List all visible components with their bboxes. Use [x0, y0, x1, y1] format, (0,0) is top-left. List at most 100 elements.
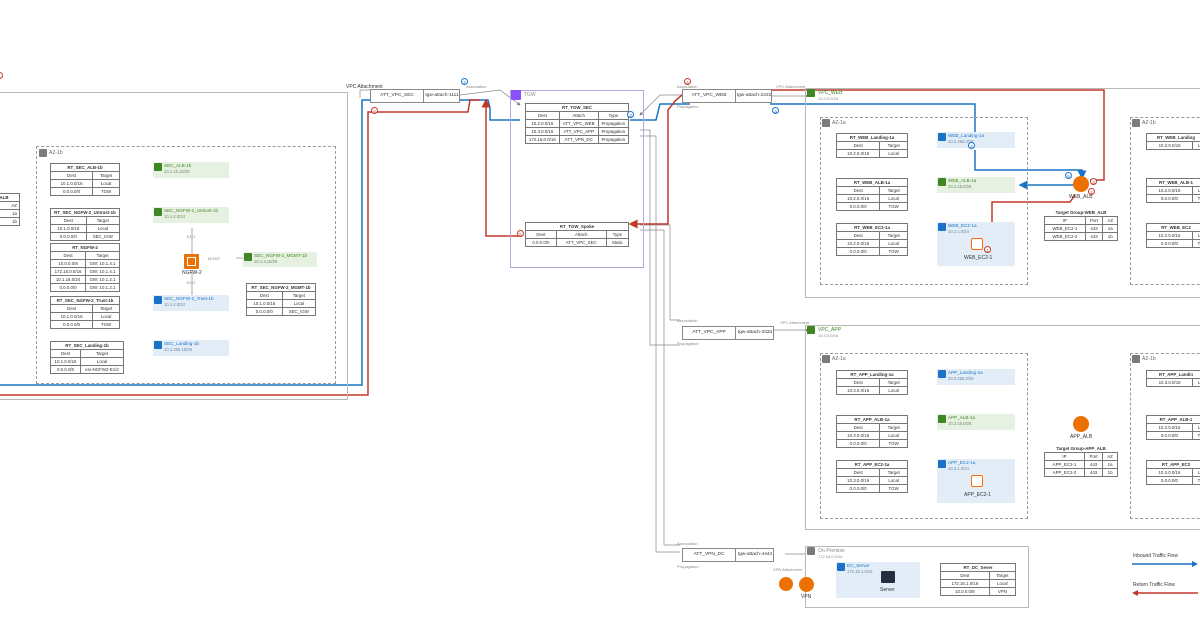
dc-server-subnet: DC_Server 172.16.1.0/24	[836, 562, 920, 598]
cell: 10.2.0.0/16	[1146, 231, 1193, 240]
cell: 1b	[1102, 468, 1118, 477]
cell: 10.2.0.0/16	[525, 119, 560, 128]
association-label: Association	[677, 318, 698, 323]
association-lines	[191, 89, 809, 555]
web-az-a-label: AZ-1a	[832, 120, 846, 126]
app-ec2-label: APP_EC2-1	[964, 492, 991, 498]
subnet-name: SEC_Landing-1b	[164, 341, 199, 346]
cell: Local	[80, 357, 124, 366]
app-az-a-label: AZ-1a	[832, 356, 846, 362]
cell: 10.0.0.0/8	[940, 587, 990, 596]
col-header: Target	[92, 171, 120, 180]
cell: 0.0.0.0/0	[50, 232, 87, 241]
sec-left-table: ALB AZ 1a 1b	[0, 193, 20, 226]
vpn-connection-icon	[799, 577, 814, 592]
cell: TGW	[879, 484, 908, 493]
sec-az-1b-frame	[36, 146, 336, 384]
col-header: Dest	[49, 251, 87, 260]
cell: L	[1191, 468, 1200, 477]
rt-title: RT_NGFW-2	[50, 243, 120, 252]
col-header: Dest	[835, 231, 881, 240]
az-icon	[1132, 355, 1140, 363]
app-az-1a-frame	[820, 353, 1028, 519]
subnet-cidr: 10.2.1.0/24	[948, 229, 969, 234]
propagation-label: Propagation	[677, 104, 699, 109]
tgw-label: TGW	[524, 92, 536, 98]
cell: L	[1191, 186, 1200, 195]
cell: Local	[879, 149, 908, 158]
subnet-cidr: 10.1.4.0/24	[164, 302, 185, 307]
cell: Local	[879, 386, 908, 395]
on-premise-name: On-Premise	[818, 548, 845, 554]
rt-title: RT_SEC_ALB-1b	[50, 163, 120, 172]
cell: 172.16.1.0/16	[940, 579, 990, 588]
col-header: Dest	[49, 171, 94, 180]
left-table-az-header: AZ	[0, 201, 20, 210]
tgw-frame	[510, 90, 644, 268]
propagation-label: Propagation	[677, 564, 699, 569]
cell: 10.1.0.0/16	[49, 179, 94, 188]
col-header: Target	[879, 378, 908, 387]
eth-e11-label: E1/1	[187, 234, 196, 239]
cell: TGW	[879, 439, 908, 448]
cell: T	[1191, 194, 1200, 203]
subnet-name: WEB_Landing-1a	[948, 133, 985, 138]
cell: SEC_IGW	[281, 307, 317, 316]
return-step-badge-3: 3	[1090, 178, 1097, 185]
vpn-attachment-label: VPN Attachment	[773, 567, 803, 572]
vpc-app-frame	[805, 325, 1200, 530]
sec-az-label: AZ-1b	[49, 150, 63, 156]
cell: Local	[879, 194, 908, 203]
cell: 1a	[1102, 460, 1118, 469]
subnet-name: APP_ALB-1a	[948, 415, 976, 420]
cell: 10.3.0.0/16	[835, 386, 881, 395]
cell: L	[1191, 231, 1200, 240]
cell: Local	[879, 431, 908, 440]
cell: APP_EC2-2	[1044, 468, 1085, 477]
col-header: Dest	[835, 186, 881, 195]
subnet-cidr: 10.2.16.0/28	[948, 184, 972, 189]
rt-title: RT_SEC_NGFW-2_Untrust-1b	[50, 208, 120, 217]
subnet-cidr: 10.3.255.0/28	[948, 376, 974, 381]
cell: Local	[92, 312, 120, 321]
rt-title: RT_APP_EC2-1a	[836, 460, 908, 469]
subnet-app-alb: APP_ALB-1a 10.3.16.0/28	[937, 414, 1015, 430]
az-icon	[39, 149, 47, 157]
app-az-b-label: AZ-1b	[1142, 356, 1156, 362]
cell: Static	[605, 238, 630, 247]
rt-title: RT_TGW_Spoke	[525, 222, 629, 231]
col-header: Dest	[940, 571, 990, 580]
cell: ATT_VPC_SEC	[555, 238, 607, 247]
vpc-attachment-label: VPC Attachment	[776, 84, 806, 89]
rt-title: RT_SEC_NGFW-2_MGMT-1b	[246, 283, 316, 292]
col-header: Dest	[246, 291, 283, 300]
cell: TGW	[879, 247, 908, 256]
cell: 0.0.0.0/0	[49, 283, 87, 292]
cell: VPN	[988, 587, 1017, 596]
left-table-cell: 1b	[0, 217, 20, 226]
vpc-web-frame	[805, 88, 1200, 298]
subnet-cidr: 10.1.3.16/28	[254, 259, 278, 264]
cell: 0.0.0.0/0	[1146, 194, 1193, 203]
rt-title: RT_WEB_ALB-1	[1146, 178, 1200, 187]
web-az-b-label: AZ-1b	[1142, 120, 1156, 126]
vpc-icon	[807, 89, 815, 97]
cell: 0.0.0.0/0	[835, 484, 881, 493]
attachment-id: tgw-attach-4444	[737, 552, 773, 557]
app-alb-icon	[1073, 416, 1089, 432]
cell: T	[1191, 476, 1200, 485]
cell: 10.1.0.0/16	[50, 224, 87, 233]
server-icon	[881, 571, 895, 583]
col-header: Target	[85, 251, 120, 260]
cell: APP_EC2-1	[1044, 460, 1085, 469]
cell: 0.0.0.0/0	[246, 307, 283, 316]
